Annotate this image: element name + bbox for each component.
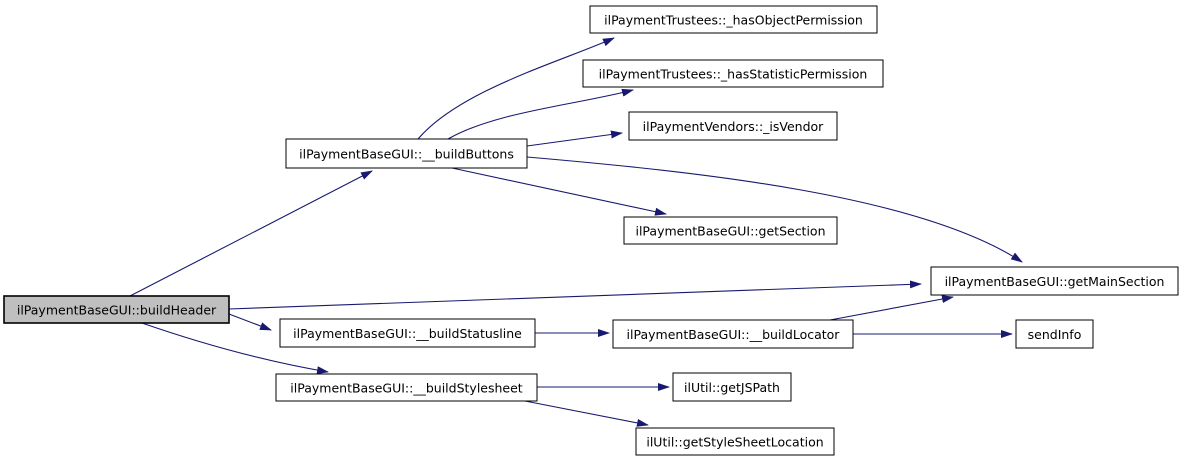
edge-buildHeader-to-buildStylesheet [141,322,329,375]
node-buildStatusline[interactable]: ilPaymentBaseGUI::__buildStatusline [279,318,536,348]
function-box[interactable] [285,138,528,169]
node-label: ilPaymentTrustees::_hasObjectPermission [604,13,863,28]
node-isVendor[interactable]: ilPaymentVendors::_isVendor [628,111,838,141]
node-getStyleSheetLocation[interactable]: ilUtil::getStyleSheetLocation [635,427,835,456]
node-getMainSection[interactable]: ilPaymentBaseGUI::getMainSection [930,266,1179,296]
node-label: ilPaymentTrustees::_hasStatisticPermissi… [599,67,868,82]
function-box[interactable] [623,216,838,245]
function-box[interactable] [589,5,878,34]
function-box[interactable] [930,266,1179,296]
function-box[interactable] [635,427,835,456]
node-label: ilPaymentBaseGUI::getMainSection [945,274,1165,289]
node-buildButtons[interactable]: ilPaymentBaseGUI::__buildButtons [285,138,528,169]
edge-buildHeader-to-getMainSection [228,280,922,310]
node-label: ilPaymentBaseGUI::__buildStatusline [293,326,522,341]
node-getSection[interactable]: ilPaymentBaseGUI::getSection [623,216,838,245]
node-label: ilPaymentVendors::_isVendor [643,119,825,134]
edge-buildStylesheet-to-getStyleSheetLocation [524,400,649,427]
edge-buildHeader-to-buildButtons [129,170,373,297]
node-sendInfo[interactable]: sendInfo [1015,319,1094,349]
function-box[interactable] [672,372,792,402]
function-box[interactable] [275,373,538,402]
node-getJSPath[interactable]: ilUtil::getJSPath [672,372,792,402]
edge-buildButtons-to-getMainSection [526,156,1023,263]
node-label: ilUtil::getJSPath [684,380,780,395]
node-label: ilPaymentBaseGUI::__buildLocator [627,327,841,342]
function-box[interactable] [582,59,884,88]
function-box[interactable] [628,111,838,141]
node-label: sendInfo [1028,327,1082,342]
node-label: ilPaymentBaseGUI::__buildStylesheet [290,381,523,396]
node-label: ilPaymentBaseGUI::buildHeader [17,303,217,318]
node-label: ilPaymentBaseGUI::__buildButtons [299,147,514,162]
function-box[interactable] [612,319,854,349]
current-function-box[interactable] [3,295,230,324]
edge-buildButtons-to-hasStatisticPermission [447,88,634,140]
edge-buildHeader-to-buildStatusline [228,313,272,331]
node-label: ilPaymentBaseGUI::getSection [635,224,825,239]
edge-buildLocator-to-getMainSection [829,295,954,321]
node-label: ilUtil::getStyleSheetLocation [646,435,823,450]
function-box[interactable] [279,318,536,348]
node-buildHeader[interactable]: ilPaymentBaseGUI::buildHeader [3,295,230,324]
edge-buildButtons-to-getSection [451,167,667,216]
edge-buildButtons-to-hasObjectPermission [417,37,615,140]
function-box[interactable] [1015,319,1094,349]
edge-buildButtons-to-isVendor [526,130,623,147]
node-hasObjectPermission[interactable]: ilPaymentTrustees::_hasObjectPermission [589,5,878,34]
node-buildLocator[interactable]: ilPaymentBaseGUI::__buildLocator [612,319,854,349]
node-hasStatisticPermission[interactable]: ilPaymentTrustees::_hasStatisticPermissi… [582,59,884,88]
node-buildStylesheet[interactable]: ilPaymentBaseGUI::__buildStylesheet [275,373,538,402]
